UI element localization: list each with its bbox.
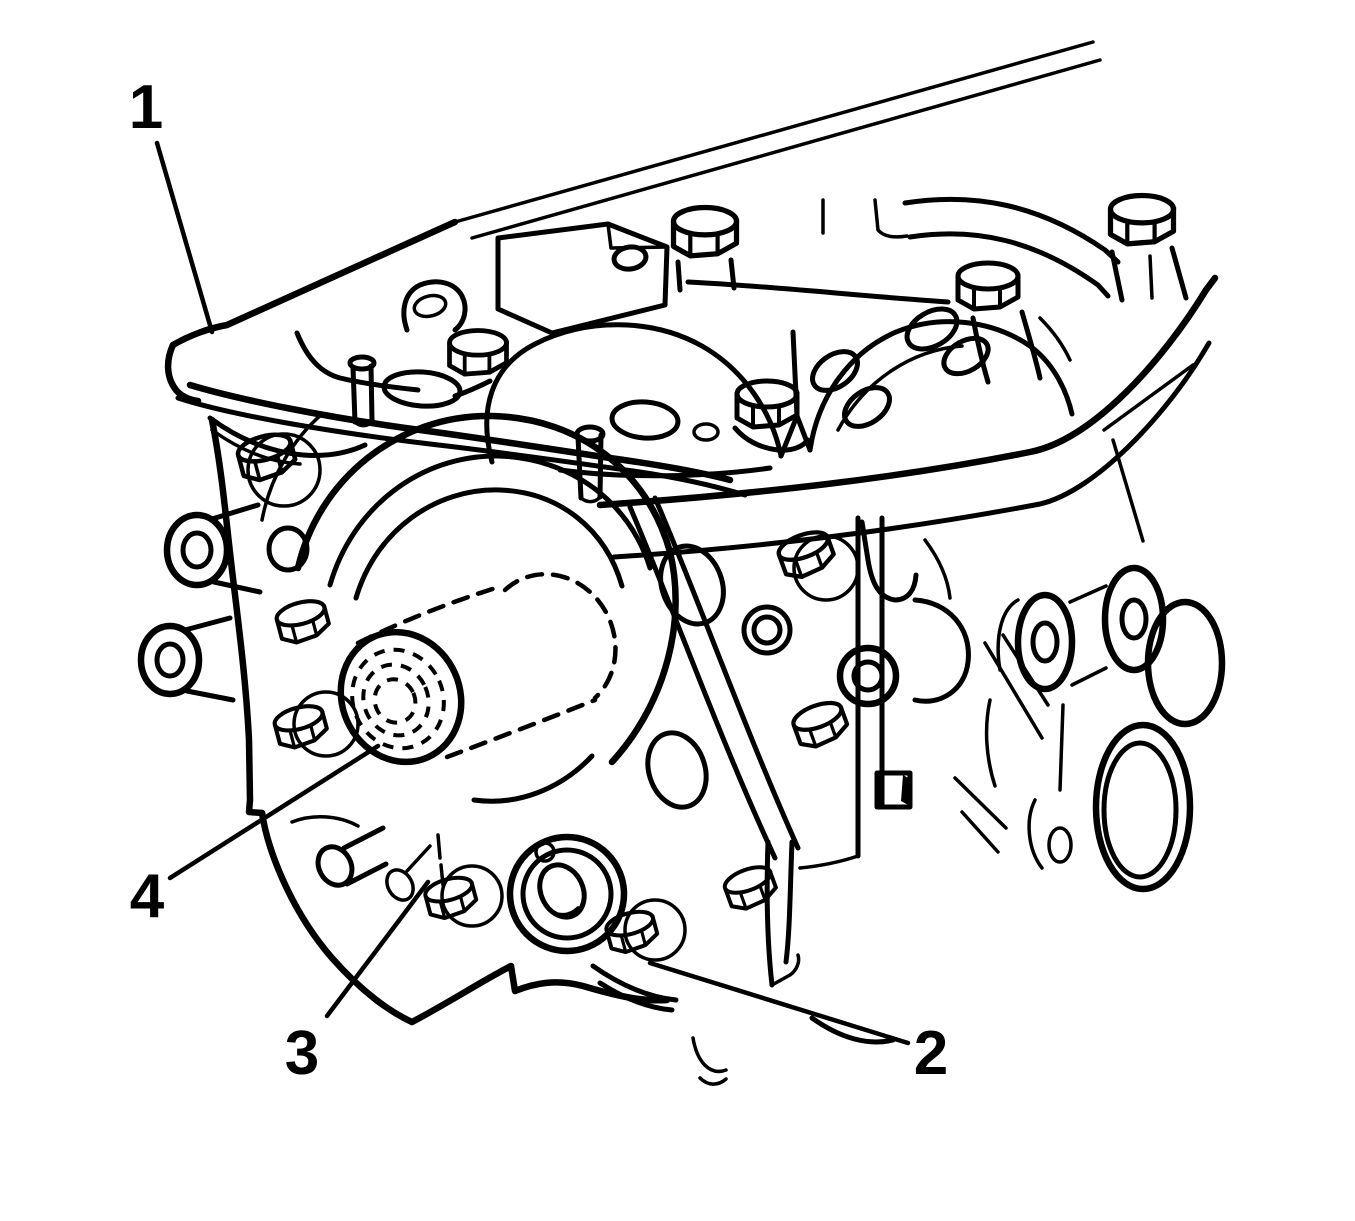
callout-3-number: 3 [285,1019,319,1088]
block-stud-bolt-mid [958,263,1043,385]
block-ring-boss [836,644,900,708]
callout-3-leader-line [324,879,431,1019]
crankshaft-counterweights [484,198,1075,479]
pan-mount-lug [764,839,801,988]
main-cap-bolt-top [674,208,737,293]
block-rib [798,515,971,870]
dowel-stud-left [347,354,377,428]
flange-bolt-left [450,330,507,374]
lower-stud [385,844,432,902]
right-blank-boss [1144,598,1226,728]
right-block-face [953,438,1226,893]
block-front-bolts [741,527,900,751]
bellhousing-flange-arc [902,196,1121,362]
right-boss-with-hole-1 [996,591,1076,693]
front-cover-outline [207,415,416,1026]
callout-1-leader-line [154,140,215,335]
small-lower-boss [1027,798,1073,870]
lower-cover-bolts [385,844,780,962]
block-stud-bolt-tall [1111,196,1189,303]
bearing-cap-block [495,221,670,336]
cover-parting-edge [627,495,801,861]
crankshaft-snout [337,571,618,766]
callout-4-number: 4 [130,862,165,931]
callout-2-number: 2 [914,1019,948,1088]
pan-rail-edge [596,274,1219,560]
left-boss-upper [163,502,263,595]
lower-outline [408,962,896,1086]
left-boss-lower [137,615,236,703]
callout-1-number: 1 [129,73,163,142]
block-hole-boss [741,604,793,656]
callout-layer: 1 2 3 4 [129,73,948,1088]
left-stud [290,815,389,888]
callout-4-leader-line [167,743,381,881]
left-mount-bosses [137,430,445,888]
large-port-ring [1092,721,1194,893]
callout-2-leader-line [647,960,911,1046]
hatch-shading [953,438,1145,854]
oil-pump-boss [506,833,628,955]
front-cover-seal-bore [260,412,679,804]
